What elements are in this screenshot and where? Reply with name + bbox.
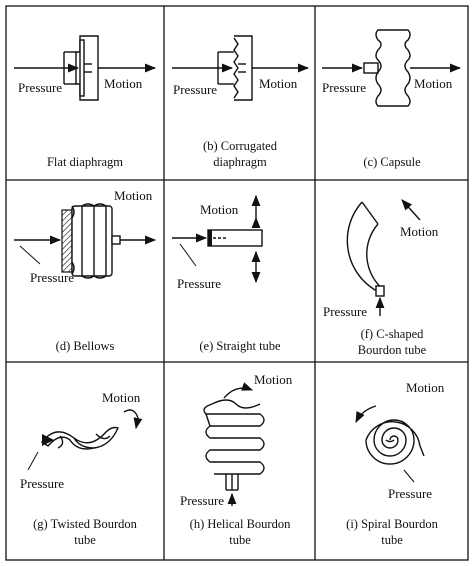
twisted-bourdon-drawing xyxy=(27,409,143,471)
motion-label: Motion xyxy=(254,372,293,387)
panel-caption-line2: tube xyxy=(74,533,96,547)
panel-flat-diaphragm: Pressure Motion Flat diaphragm xyxy=(14,35,157,169)
panel-caption-line2: tube xyxy=(381,533,403,547)
panel-caption: Flat diaphragm xyxy=(47,155,123,169)
panel-caption: (c) Capsule xyxy=(363,155,421,169)
panel-caption: (f) C-shaped xyxy=(361,327,425,341)
motion-label: Motion xyxy=(414,76,453,91)
panel-caption: (d) Bellows xyxy=(56,339,115,353)
capsule-drawing xyxy=(322,29,462,107)
panel-straight-tube: Motion Pressure (e) Straight tube xyxy=(172,194,281,353)
panel-caption: (i) Spiral Bourdon xyxy=(346,517,438,531)
pressure-label: Pressure xyxy=(173,82,217,97)
grid-frame xyxy=(5,5,469,561)
c-bourdon-drawing xyxy=(346,199,421,316)
panel-helical-bourdon: Motion Pressure (h) Helical Bourdon tube xyxy=(180,372,293,547)
panel-caption-line2: tube xyxy=(229,533,251,547)
panel-caption: (b) Corrugated xyxy=(203,139,278,153)
panel-bellows: Motion Pressure (d) Bellows xyxy=(14,188,157,353)
pressure-label: Pressure xyxy=(18,80,62,95)
pressure-label: Pressure xyxy=(322,80,366,95)
pressure-label: Pressure xyxy=(20,476,64,491)
motion-label: Motion xyxy=(102,390,141,405)
panel-caption: (e) Straight tube xyxy=(199,339,281,353)
pressure-label: Pressure xyxy=(180,493,224,508)
panel-twisted-bourdon: Motion Pressure (g) Twisted Bourdon tube xyxy=(20,390,143,547)
pressure-label: Pressure xyxy=(388,486,432,501)
panel-corrugated-diaphragm: Pressure Motion (b) Corrugated diaphragm xyxy=(172,35,310,169)
motion-label: Motion xyxy=(406,380,445,395)
panel-c-shaped-bourdon: Motion Pressure (f) C-shaped Bourdon tub… xyxy=(323,199,439,357)
corrugated-diaphragm-drawing xyxy=(172,35,310,101)
motion-label: Motion xyxy=(259,76,298,91)
motion-label: Motion xyxy=(200,202,239,217)
pressure-label: Pressure xyxy=(30,270,74,285)
straight-tube-drawing xyxy=(172,194,263,284)
motion-label: Motion xyxy=(114,188,153,203)
panel-caption: (g) Twisted Bourdon xyxy=(33,517,137,531)
pressure-label: Pressure xyxy=(323,304,367,319)
flat-diaphragm-drawing xyxy=(14,35,157,101)
pressure-label: Pressure xyxy=(177,276,221,291)
panel-capsule: Pressure Motion (c) Capsule xyxy=(322,29,462,169)
motion-label: Motion xyxy=(104,76,143,91)
motion-label: Motion xyxy=(400,224,439,239)
helical-bourdon-drawing xyxy=(203,382,265,506)
panel-caption-line2: Bourdon tube xyxy=(358,343,427,357)
panel-caption-line2: diaphragm xyxy=(213,155,267,169)
spiral-bourdon-drawing xyxy=(355,405,425,483)
panel-spiral-bourdon: Motion Pressure (i) Spiral Bourdon tube xyxy=(346,380,445,547)
bellows-drawing xyxy=(14,203,157,279)
panel-caption: (h) Helical Bourdon xyxy=(190,517,291,531)
